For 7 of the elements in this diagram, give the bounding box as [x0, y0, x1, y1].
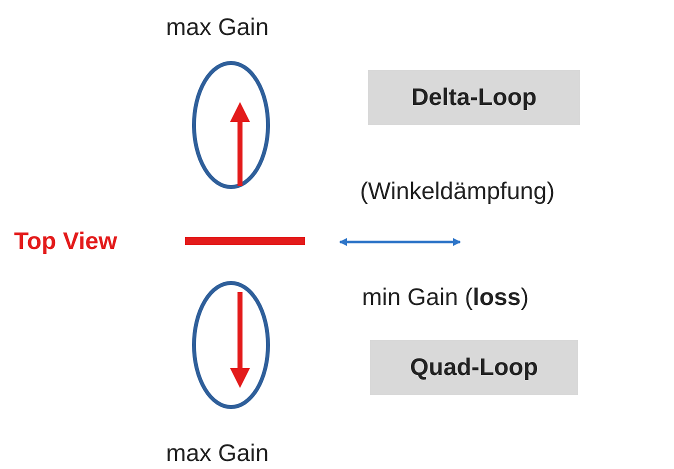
- gain-label: max Gain: [166, 440, 269, 468]
- gain-label: max Gain: [166, 14, 269, 42]
- view-label: Top View: [14, 228, 118, 256]
- annotation: (Winkeldämpfung): [360, 178, 555, 206]
- gain-label: min Gain (loss): [362, 284, 529, 312]
- antenna-type-label: Quad-Loop: [370, 340, 578, 395]
- antenna-type-label: Delta-Loop: [368, 70, 580, 125]
